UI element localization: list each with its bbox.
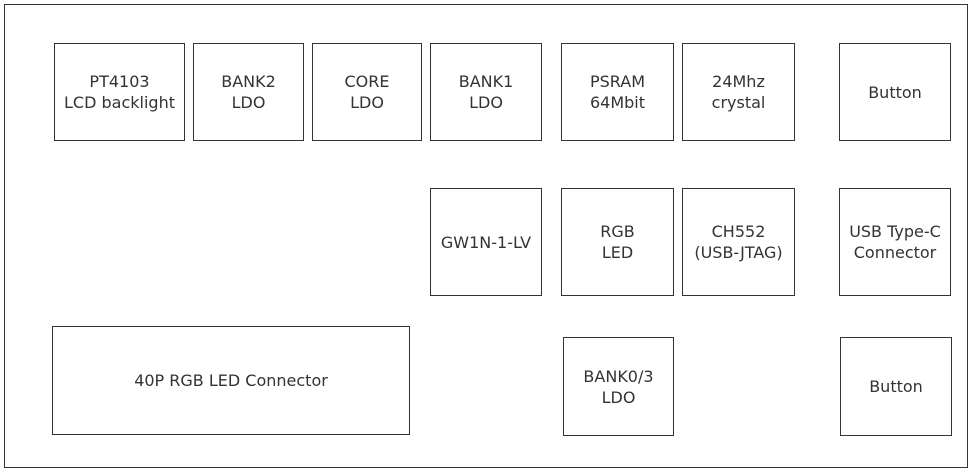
- block-label-line1: GW1N-1-LV: [440, 232, 532, 252]
- block-label-line2: LDO: [231, 93, 266, 112]
- crystal-block: 24Mhz crystal: [682, 43, 795, 141]
- block-label-line1: BANK2: [221, 72, 276, 91]
- block-label-line1: RGB: [600, 222, 635, 241]
- core-ldo-block: CORE LDO: [312, 43, 422, 141]
- block-label-line2: (USB-JTAG): [694, 243, 783, 262]
- bank03-ldo-block: BANK0/3 LDO: [563, 337, 674, 436]
- psram-block: PSRAM 64Mbit: [561, 43, 674, 141]
- block-label-line1: PT4103: [89, 72, 150, 91]
- block-label-line2: crystal: [711, 93, 766, 112]
- block-label-line2: LDO: [350, 93, 384, 112]
- block-label-line2: LDO: [469, 93, 503, 112]
- block-label-line2: 64Mbit: [589, 93, 646, 112]
- block-label-line1: Button: [868, 82, 922, 102]
- button-top-block: Button: [839, 43, 951, 141]
- block-label-line1: USB Type-C: [849, 222, 941, 241]
- 40p-rgb-led-connector-block: 40P RGB LED Connector: [52, 326, 410, 435]
- bank1-ldo-block: BANK1 LDO: [430, 43, 542, 141]
- block-label-line1: 24Mhz: [712, 72, 765, 91]
- block-label-line1: BANK0/3: [583, 366, 654, 386]
- block-label-line1: Button: [869, 377, 923, 396]
- ch552-usb-jtag-block: CH552 (USB-JTAG): [682, 188, 795, 296]
- block-label-line1: PSRAM: [589, 72, 646, 91]
- block-label-line1: CH552: [711, 222, 766, 241]
- block-label-line1: CORE: [344, 72, 390, 91]
- usb-type-c-connector-block: USB Type-C Connector: [839, 188, 951, 296]
- block-label-line2: LCD backlight: [64, 93, 175, 112]
- block-label-line1: BANK1: [458, 72, 514, 91]
- button-bottom-block: Button: [840, 337, 952, 436]
- fpga-gw1n-block: GW1N-1-LV: [430, 188, 542, 296]
- block-label-line2: LDO: [601, 387, 636, 407]
- block-label-line2: Connector: [853, 243, 937, 262]
- block-label-line1: 40P RGB LED Connector: [134, 371, 328, 390]
- rgb-led-block: RGB LED: [561, 188, 674, 296]
- pt4103-lcd-backlight-block: PT4103 LCD backlight: [54, 43, 185, 141]
- bank2-ldo-block: BANK2 LDO: [193, 43, 304, 141]
- block-label-line2: LED: [601, 243, 634, 262]
